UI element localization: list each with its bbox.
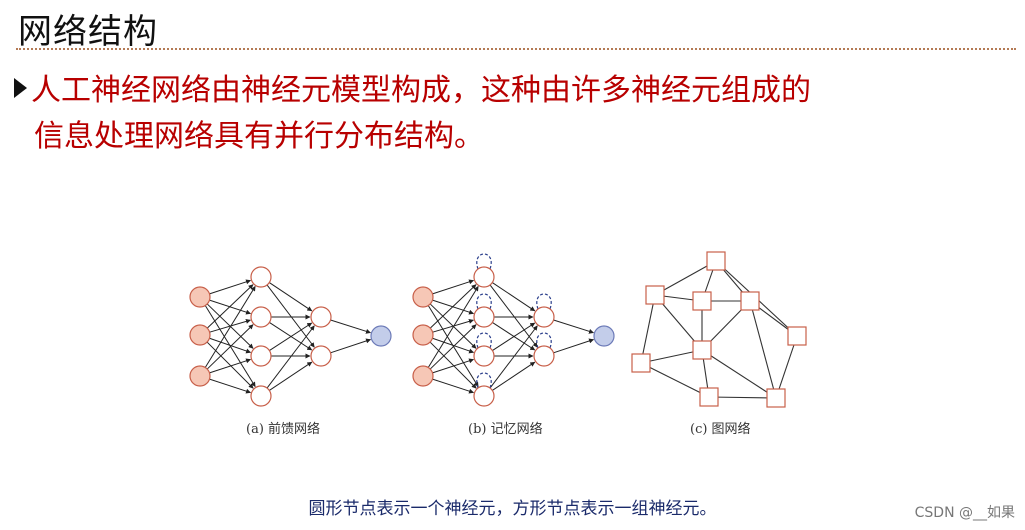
neuron-group-node	[631, 353, 651, 373]
edge-arrow	[432, 358, 475, 374]
neuron-group-node	[706, 251, 726, 271]
input-neuron-node	[189, 365, 211, 387]
memory-network-diagram	[412, 253, 615, 407]
graph-network-diagram	[631, 251, 807, 408]
hidden-neuron-node	[533, 345, 555, 367]
edge-arrow	[269, 322, 313, 351]
edge-arrow	[429, 324, 477, 370]
edge-arrow	[269, 361, 313, 391]
edge-arrow	[427, 285, 479, 368]
bullet-line-2: 信息处理网络具有并行分布结构。	[34, 119, 484, 154]
neuron-group-node	[645, 285, 665, 305]
edge-arrow	[432, 318, 474, 333]
hidden-neuron-node	[310, 345, 332, 367]
edge-arrow	[432, 279, 475, 295]
hidden-neuron-node	[250, 266, 272, 288]
figure-c-label: (c) 图网络	[690, 422, 751, 437]
input-neuron-node	[412, 365, 434, 387]
input-neuron-node	[189, 286, 211, 308]
title-divider	[16, 48, 1016, 50]
hidden-neuron-node	[473, 385, 495, 407]
hidden-neuron-node	[473, 306, 495, 328]
edge-arrow	[266, 284, 315, 348]
bullet-triangle-icon	[14, 78, 27, 98]
edge-arrow	[432, 337, 475, 354]
edge-arrow	[553, 338, 595, 354]
hidden-neuron-node	[250, 385, 272, 407]
edge-arrow	[489, 325, 538, 389]
edge-arrow	[206, 341, 254, 389]
graph-edge	[640, 362, 710, 398]
hidden-neuron-node	[310, 306, 332, 328]
neuron-group-node	[787, 326, 807, 346]
edge-arrow	[269, 282, 313, 312]
neuron-group-node	[692, 340, 712, 360]
figure-b-label: (b) 记忆网络	[468, 422, 543, 437]
bullet-paragraph: 人工神经网络由神经元模型构成，这种由许多神经元组成的 信息处理网络具有并行分布结…	[14, 68, 1019, 160]
input-neuron-node	[412, 286, 434, 308]
graph-edge	[775, 335, 798, 399]
graph-edge	[640, 294, 656, 364]
edge-arrow	[492, 322, 536, 351]
bullet-line-1: 人工神经网络由神经元模型构成，这种由许多神经元组成的	[31, 73, 811, 108]
edge-arrow	[206, 324, 254, 370]
graph-edge	[654, 260, 717, 296]
hidden-neuron-node	[250, 345, 272, 367]
graph-edge	[708, 396, 777, 399]
edge-arrow	[330, 319, 371, 334]
neuron-group-node	[740, 291, 760, 311]
neuron-group-node	[766, 388, 786, 408]
edge-arrow	[209, 279, 252, 295]
edge-arrow	[209, 358, 252, 374]
output-neuron-node	[370, 325, 392, 347]
hidden-neuron-node	[473, 345, 495, 367]
edge-arrow	[553, 319, 594, 334]
edge-arrow	[492, 361, 536, 391]
figure-caption: 圆形节点表示一个神经元，方形节点表示一组神经元。	[308, 499, 717, 519]
input-neuron-node	[189, 324, 211, 346]
watermark: CSDN @__如果	[914, 505, 1015, 521]
feedforward-network-diagram	[189, 266, 392, 407]
hidden-neuron-node	[533, 306, 555, 328]
edge-arrow	[204, 285, 256, 368]
neuron-group-node	[699, 387, 719, 407]
figure-a-label: (a) 前馈网络	[246, 422, 321, 437]
hidden-neuron-node	[473, 266, 495, 288]
graph-edge	[749, 300, 777, 399]
edge-arrow	[206, 284, 254, 329]
output-neuron-node	[593, 325, 615, 347]
edge-arrow	[489, 284, 538, 348]
network-figures	[189, 251, 807, 408]
graph-edge	[640, 349, 703, 364]
graph-edge	[701, 349, 777, 399]
edge-arrow	[492, 282, 536, 312]
hidden-neuron-node	[250, 306, 272, 328]
slide-title: 网络结构	[18, 12, 158, 52]
neuron-group-node	[692, 291, 712, 311]
edge-arrow	[266, 325, 315, 389]
edge-arrow	[330, 338, 372, 354]
edge-arrow	[209, 337, 252, 354]
edge-arrow	[429, 341, 477, 389]
edge-arrow	[209, 378, 252, 394]
edge-arrow	[432, 378, 475, 394]
edge-arrow	[209, 318, 251, 333]
edge-arrow	[429, 284, 477, 329]
input-neuron-node	[412, 324, 434, 346]
